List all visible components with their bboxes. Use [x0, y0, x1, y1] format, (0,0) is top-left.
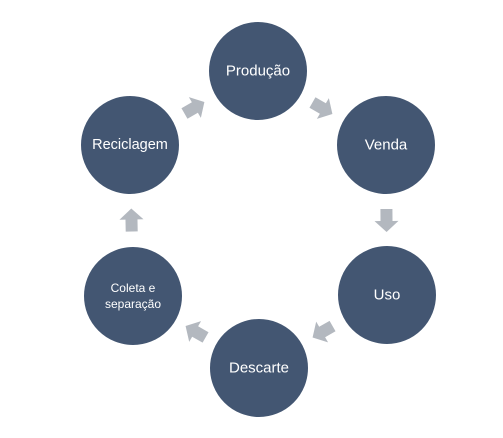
arrow-venda-to-uso — [374, 208, 399, 232]
arrow-uso-to-descarte — [312, 320, 336, 343]
node-coleta-circle — [82, 245, 184, 347]
node-coleta-label-line-1: Coleta e — [111, 281, 156, 295]
arrows-layer — [119, 97, 399, 343]
node-descarte-circle — [208, 317, 310, 419]
node-coleta-label-line-2: separação — [105, 297, 161, 311]
node-producao-circle — [207, 20, 309, 122]
node-descarte: Descarte — [208, 317, 310, 419]
node-coleta: Coleta e separação — [82, 245, 184, 347]
arrow-descarte-to-coleta — [185, 321, 209, 343]
node-producao-label-line-1: Produção — [226, 63, 290, 80]
arrow-reciclagem-to-producao — [181, 97, 205, 119]
node-uso: Uso — [336, 244, 438, 346]
arrow-coleta-to-reciclagem — [119, 208, 144, 232]
node-venda: Venda — [335, 94, 437, 196]
node-venda-label-line-1: Venda — [365, 137, 408, 154]
node-reciclagem-label-line-1: Reciclagem — [92, 137, 168, 153]
node-uso-label-line-1: Uso — [374, 287, 401, 304]
node-descarte-label-line-1: Descarte — [229, 360, 289, 377]
node-producao: Produção — [207, 20, 309, 122]
node-reciclagem: Reciclagem — [79, 94, 181, 196]
arrow-producao-to-venda — [309, 97, 333, 119]
node-venda-circle — [335, 94, 437, 196]
node-uso-circle — [336, 244, 438, 346]
node-reciclagem-circle — [79, 94, 181, 196]
